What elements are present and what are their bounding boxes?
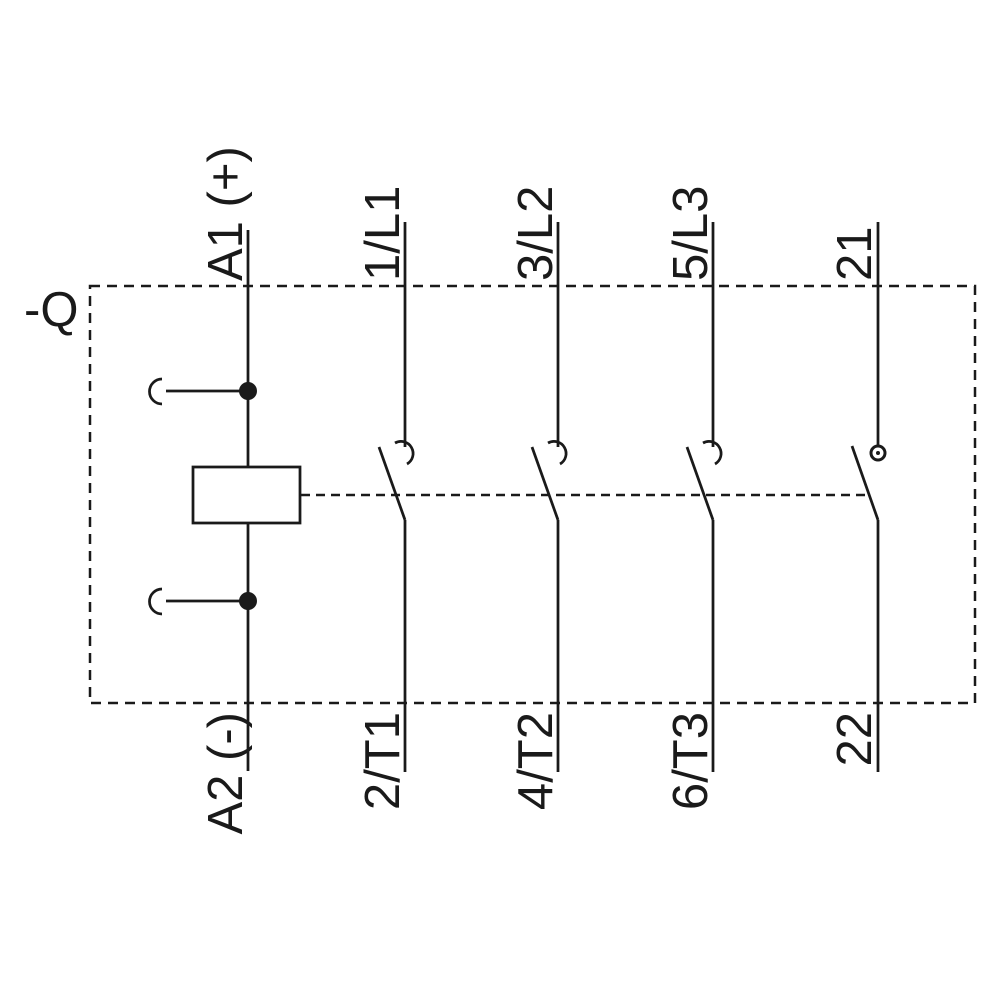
- terminal-label-a2: A2 (-): [199, 712, 253, 835]
- aux-moving-contact: [850, 445, 880, 521]
- pole3-moving-contact: [685, 446, 715, 521]
- terminal-label-a1: A1 (+): [199, 146, 253, 281]
- main-contact-pole-1: 1/L1 2/T1: [356, 186, 415, 810]
- clip-connector-bottom: [148, 587, 248, 616]
- terminal-label-2t1: 2/T1: [356, 712, 410, 810]
- coil-symbol: [191, 465, 302, 525]
- terminal-label-4t2: 4/T2: [509, 712, 563, 810]
- clip-arc-top: [148, 377, 163, 406]
- device-designation-label: -Q: [24, 283, 78, 337]
- terminal-label-6t3: 6/T3: [664, 712, 718, 810]
- terminal-label-1l1: 1/L1: [356, 186, 410, 281]
- aux-fixed-contact-ring: [869, 444, 887, 462]
- aux-fixed-contact-dot: [876, 451, 880, 455]
- main-contact-pole-3: 5/L3 6/T3: [664, 186, 723, 810]
- pole1-fixed-contact-hook: [394, 440, 415, 466]
- device-boundary: [88, 284, 977, 705]
- clip-connector-top: [148, 377, 248, 406]
- pole2-moving-contact: [530, 446, 560, 521]
- terminal-label-3l2: 3/L2: [509, 186, 563, 281]
- pole2-fixed-contact-hook: [547, 440, 568, 466]
- clip-arc-bottom: [148, 587, 163, 616]
- terminal-label-5l3: 5/L3: [664, 186, 718, 281]
- terminal-label-22: 22: [828, 712, 882, 767]
- pole1-moving-contact: [377, 446, 407, 521]
- coil-branch: A1 (+) A2 (-): [148, 146, 302, 835]
- pole3-fixed-contact-hook: [702, 440, 723, 466]
- aux-contact: 21 22: [828, 222, 887, 772]
- main-contact-pole-2: 3/L2 4/T2: [509, 186, 568, 810]
- terminal-label-21: 21: [828, 226, 882, 281]
